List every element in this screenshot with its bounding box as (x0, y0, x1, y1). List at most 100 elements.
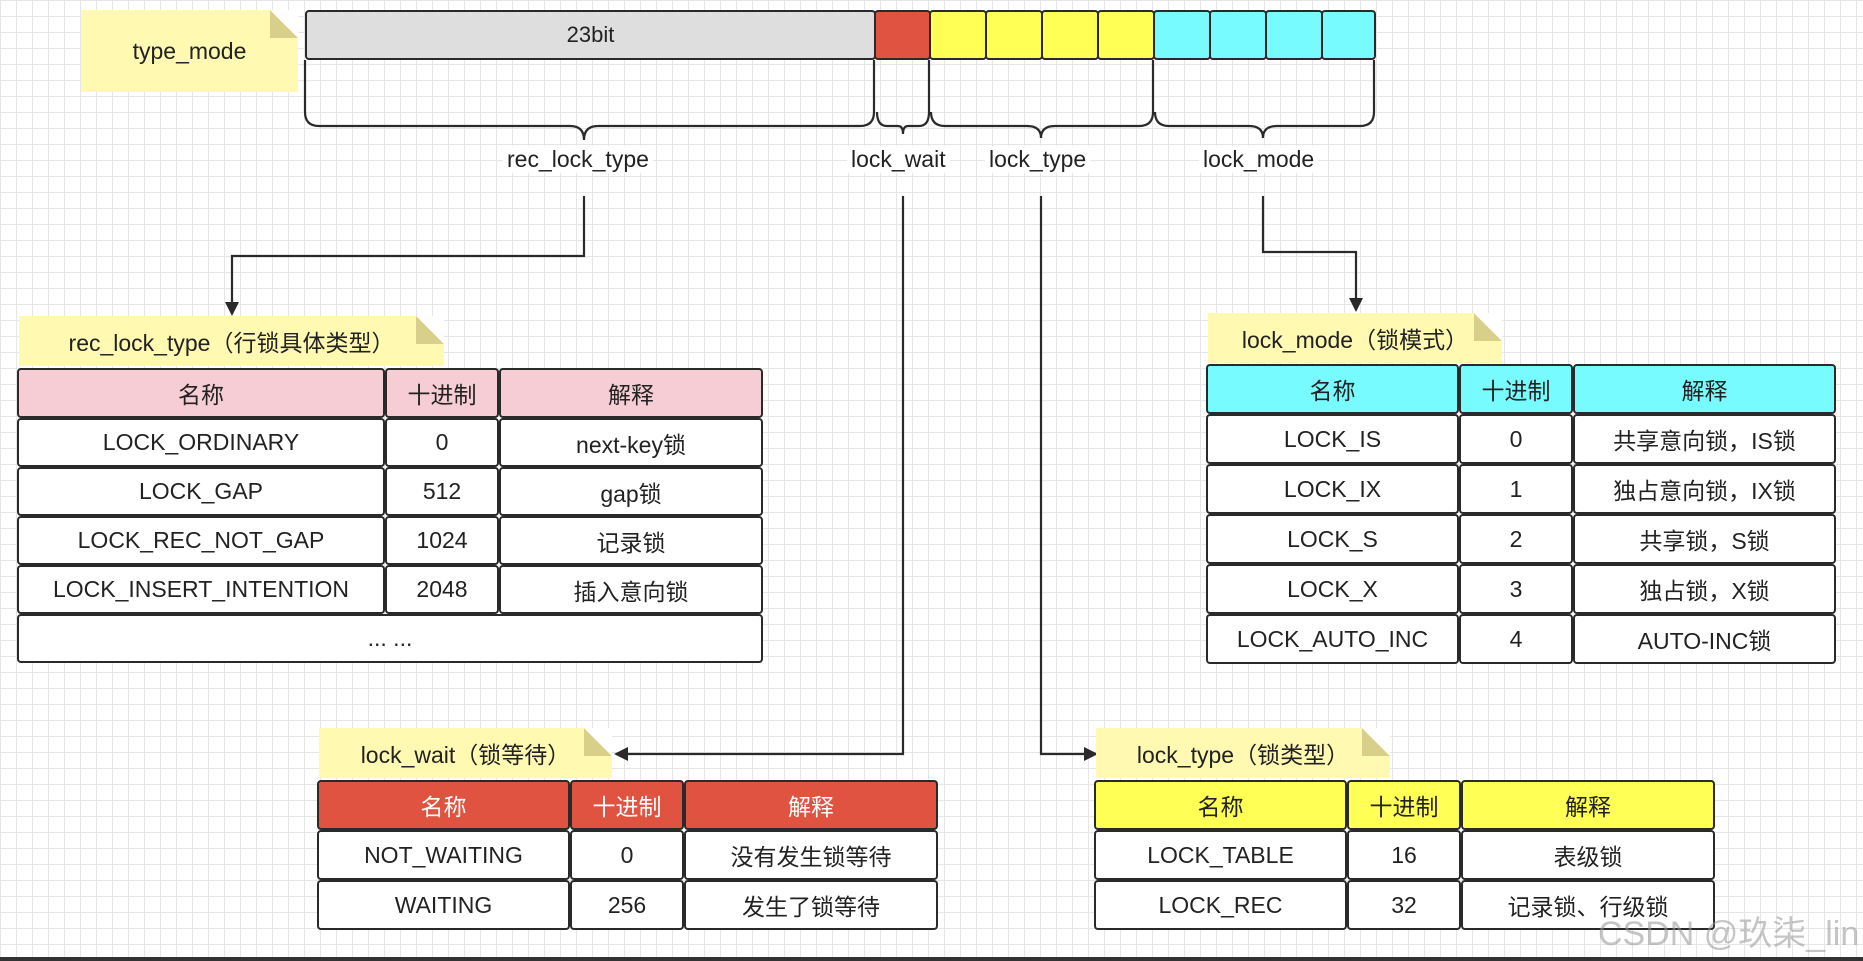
cell-decimal: 1 (1459, 464, 1573, 514)
cell-explain: next-key锁 (499, 418, 763, 467)
arrow-rec-lock-type (225, 196, 586, 316)
bit-segment-lock-mode-1 (1153, 10, 1211, 60)
header-name: 名称 (1206, 364, 1459, 414)
field-label-lock-mode: lock_mode (1199, 146, 1319, 173)
rec-lock-type-table: 名称 十进制 解释 LOCK_ORDINARY 0 next-key锁 LOCK… (17, 368, 763, 663)
bit-segment-lock-type-3 (1041, 10, 1099, 60)
cell-decimal: 0 (570, 830, 684, 880)
field-label-lock-type: lock_type (985, 146, 1091, 173)
cell-name: LOCK_REC_NOT_GAP (17, 516, 385, 565)
brace-lock-wait (875, 111, 931, 135)
bit-segment-lock-mode-3 (1265, 10, 1323, 60)
header-explain: 解释 (1461, 780, 1715, 830)
cell-explain: 没有发生锁等待 (684, 830, 938, 880)
lock-type-table: 名称 十进制 解释 LOCK_TABLE 16 表级锁 LOCK_REC 32 … (1094, 780, 1715, 930)
lock-type-title: lock_type（锁类型） (1136, 742, 1350, 768)
bit-segment-lock-mode-4 (1321, 10, 1376, 60)
header-decimal: 十进制 (1347, 780, 1461, 830)
header-decimal: 十进制 (385, 368, 499, 418)
cell-name: LOCK_TABLE (1094, 830, 1347, 880)
cell-name: LOCK_GAP (17, 467, 385, 516)
table-row: LOCK_IS 0 共享意向锁，IS锁 (1206, 414, 1836, 464)
cell-explain: 插入意向锁 (499, 565, 763, 614)
cell-explain: 独占意向锁，IX锁 (1573, 464, 1836, 514)
cell-explain: 共享锁，S锁 (1573, 514, 1836, 564)
watermark: CSDN @玖柒_lin (1598, 915, 1860, 953)
table-row: LOCK_AUTO_INC 4 AUTO-INC锁 (1206, 614, 1836, 664)
table-header-row: 名称 十进制 解释 (317, 780, 938, 830)
table-row: LOCK_REC_NOT_GAP 1024 记录锁 (17, 516, 763, 565)
cell-decimal: 0 (1459, 414, 1573, 464)
table-row: LOCK_GAP 512 gap锁 (17, 467, 763, 516)
arrow-lock-type (1039, 196, 1098, 761)
bit-segment-lock-type-2 (985, 10, 1043, 60)
cell-name: LOCK_AUTO_INC (1206, 614, 1459, 664)
lock-mode-note: lock_mode（锁模式） (1208, 313, 1502, 363)
cell-name: WAITING (317, 880, 570, 930)
arrow-lock-mode (1261, 196, 1363, 312)
table-header-row: 名称 十进制 解释 (17, 368, 763, 418)
table-row: LOCK_INSERT_INTENTION 2048 插入意向锁 (17, 565, 763, 614)
brace-lock-mode (1153, 111, 1376, 139)
cell-decimal: 3 (1459, 564, 1573, 614)
header-explain: 解释 (1573, 364, 1836, 414)
table-row: LOCK_IX 1 独占意向锁，IX锁 (1206, 464, 1836, 514)
cell-decimal: 512 (385, 467, 499, 516)
bottom-border (0, 957, 1863, 961)
field-label-rec-lock-type: rec_lock_type (503, 146, 653, 173)
header-name: 名称 (17, 368, 385, 418)
cell-name: LOCK_REC (1094, 880, 1347, 930)
cell-explain: 记录锁 (499, 516, 763, 565)
table-row-more: ... ... (17, 614, 763, 663)
table-row: NOT_WAITING 0 没有发生锁等待 (317, 830, 938, 880)
cell-name: NOT_WAITING (317, 830, 570, 880)
header-decimal: 十进制 (570, 780, 684, 830)
cell-explain: gap锁 (499, 467, 763, 516)
lock-wait-note: lock_wait（锁等待） (319, 728, 612, 778)
type-mode-note: type_mode (81, 10, 298, 92)
cell-decimal: 32 (1347, 880, 1461, 930)
cell-decimal: 2048 (385, 565, 499, 614)
cell-decimal: 2 (1459, 514, 1573, 564)
type-mode-label: type_mode (132, 37, 247, 64)
cell-explain: 独占锁，X锁 (1573, 564, 1836, 614)
cell-explain: 表级锁 (1461, 830, 1715, 880)
cell-decimal: 256 (570, 880, 684, 930)
cell-name: LOCK_IS (1206, 414, 1459, 464)
cell-name: LOCK_IX (1206, 464, 1459, 514)
cell-decimal: 4 (1459, 614, 1573, 664)
table-row: LOCK_X 3 独占锁，X锁 (1206, 564, 1836, 614)
bit-segment-lock-wait (874, 10, 931, 60)
rec-lock-type-title: rec_lock_type（行锁具体类型） (68, 330, 395, 356)
lock-wait-table: 名称 十进制 解释 NOT_WAITING 0 没有发生锁等待 WAITING … (317, 780, 938, 930)
bit-segment-lock-type-1 (929, 10, 987, 60)
header-name: 名称 (317, 780, 570, 830)
cell-explain: 记录锁、行级锁 (1461, 880, 1715, 930)
table-row: LOCK_TABLE 16 表级锁 (1094, 830, 1715, 880)
cell-name: LOCK_S (1206, 514, 1459, 564)
table-row: LOCK_ORDINARY 0 next-key锁 (17, 418, 763, 467)
table-row: LOCK_REC 32 记录锁、行级锁 (1094, 880, 1715, 930)
cell-decimal: 16 (1347, 830, 1461, 880)
bit-segment-lock-type-4 (1097, 10, 1155, 60)
header-name: 名称 (1094, 780, 1347, 830)
cell-name: LOCK_X (1206, 564, 1459, 614)
cell-explain: AUTO-INC锁 (1573, 614, 1836, 664)
header-decimal: 十进制 (1459, 364, 1573, 414)
lock-mode-title: lock_mode（锁模式） (1241, 327, 1469, 353)
arrow-lock-wait (614, 196, 905, 761)
brace-lock-type (929, 111, 1155, 139)
field-label-lock-wait: lock_wait (847, 146, 950, 173)
header-explain: 解释 (499, 368, 763, 418)
header-explain: 解释 (684, 780, 938, 830)
bit-segment-23bit: 23bit (305, 10, 876, 60)
lock-type-note: lock_type（锁类型） (1096, 728, 1390, 778)
bit-label: 23bit (566, 22, 615, 47)
cell-explain: 共享意向锁，IS锁 (1573, 414, 1836, 464)
cell-decimal: 1024 (385, 516, 499, 565)
bit-segment-lock-mode-2 (1209, 10, 1267, 60)
table-row: WAITING 256 发生了锁等待 (317, 880, 938, 930)
cell-explain: 发生了锁等待 (684, 880, 938, 930)
table-row: LOCK_S 2 共享锁，S锁 (1206, 514, 1836, 564)
